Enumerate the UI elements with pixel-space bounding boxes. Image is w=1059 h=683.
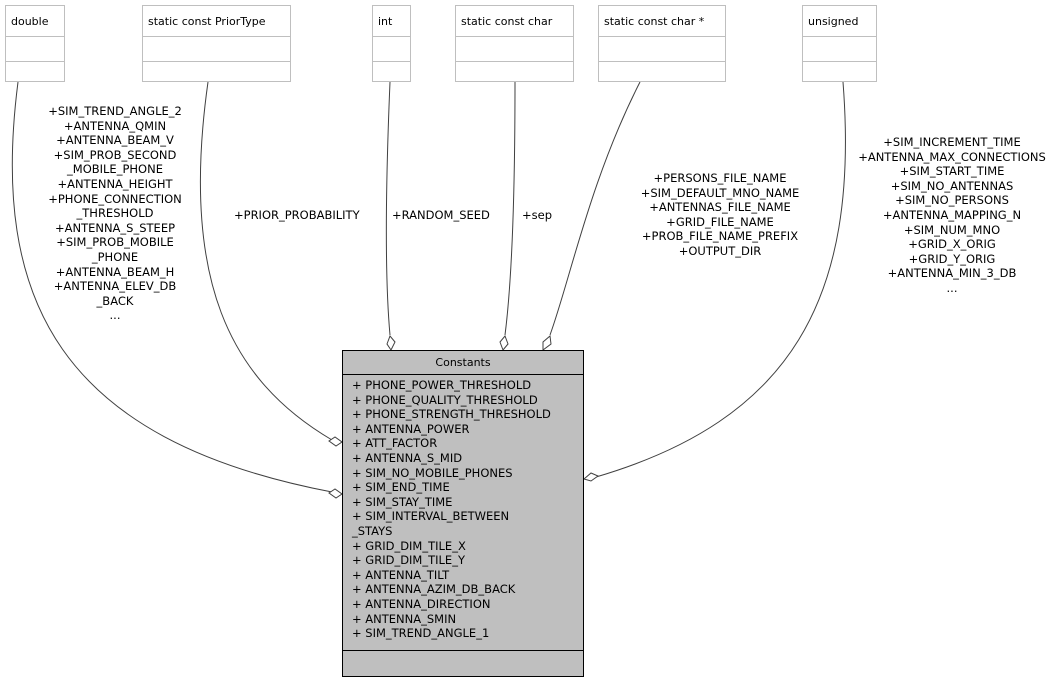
edge-char-ptr [549,81,641,336]
class-box-int[interactable]: int [372,5,411,82]
edge-label-line: _MOBILE_PHONE [67,162,163,177]
edge-label-line: +ANTENNA_MIN_3_DB [887,266,1017,281]
class-attributes-section [599,37,725,62]
class-attribute: + SIM_TREND_ANGLE_1 [352,626,490,641]
edge-label-line: +GRID_Y_ORIG [908,251,996,266]
edge-label-line: +SIM_PROB_SECOND [53,147,177,162]
edge-label-line: +SIM_PROB_MOBILE [56,235,174,250]
edge-label-line: +SIM_NO_PERSONS [895,193,1009,208]
class-attribute: + PHONE_STRENGTH_THRESHOLD [352,407,551,422]
edge-label-line: +ANTENNA_MAX_CONNECTIONS [858,149,1046,164]
edge-label-line: +ANTENNA_ELEV_DB [53,279,177,294]
edge-unsigned [595,81,846,478]
class-attribute: + ATT_FACTOR [352,436,438,451]
class-attribute: + GRID_DIM_TILE_Y [352,553,465,568]
edge-prior [199,81,333,441]
class-attribute: + GRID_DIM_TILE_X [352,538,466,553]
class-attributes-section [6,37,64,62]
class-box-title: double [6,6,64,37]
edge-label-line: +SIM_DEFAULT_MNO_NAME [640,185,800,200]
class-attribute: + ANTENNA_AZIM_DB_BACK [352,582,516,597]
edge-label-line: +SIM_TREND_ANGLE_2 [48,104,182,118]
class-attribute: + PHONE_QUALITY_THRESHOLD [352,392,538,407]
class-box-constants[interactable]: Constants + PHONE_POWER_THRESHOLD + PHON… [342,350,584,677]
class-box-static-const-priortype[interactable]: static const PriorType [142,5,291,82]
class-attributes-section [143,37,290,62]
class-box-title: static const char * [599,6,725,37]
class-attributes-section: + PHONE_POWER_THRESHOLD + PHONE_QUALITY_… [343,375,583,651]
class-box-title: int [373,6,410,37]
class-box-title: Constants [343,351,583,375]
diamond-char [499,335,509,351]
edge-label-int: +RANDOM_SEED [392,208,490,223]
edge-label-line: +GRID_X_ORIG [908,237,996,252]
class-methods-section [803,62,876,86]
edge-label-unsigned: +SIM_INCREMENT_TIME +ANTENNA_MAX_CONNECT… [858,135,1046,296]
edge-label-line: +ANTENNA_HEIGHT [57,176,173,191]
class-attribute: + ANTENNA_S_MID [352,450,463,465]
edge-label-char-ptr: +PERSONS_FILE_NAME +SIM_DEFAULT_MNO_NAME… [641,171,800,259]
class-box-double[interactable]: double [5,5,65,82]
diamond-unsigned [582,472,600,482]
class-box-title: static const PriorType [143,6,290,37]
class-attributes-section [456,37,573,62]
edge-label-line: +ANTENNA_BEAM_V [56,133,174,148]
class-box-unsigned[interactable]: unsigned [802,5,877,82]
edge-label-line: +PROB_FILE_NAME_PREFIX [641,229,799,244]
edge-label-line: _PHONE [91,249,139,264]
diamond-int [386,335,396,351]
edge-int [385,81,391,336]
edge-label-line: +PRIOR_PROBABILITY [234,208,360,222]
class-methods-section [6,62,64,86]
class-attribute: + SIM_INTERVAL_BETWEEN [352,509,510,524]
class-attributes-section [803,37,876,62]
edge-char [504,81,516,336]
class-attribute: + PHONE_POWER_THRESHOLD [352,378,532,392]
class-methods-section [143,62,290,86]
edge-label-line: +sep [522,208,553,222]
edge-label-line: _BACK [96,293,134,308]
edge-label-line: +ANTENNA_S_STEEP [54,220,176,235]
class-attribute: + ANTENNA_TILT [352,567,450,582]
edge-label-line: ... [946,280,958,295]
class-box-static-const-char[interactable]: static const char [455,5,574,82]
class-methods-section [343,651,583,676]
edge-label-line: +ANTENNA_QMIN [63,118,167,133]
edge-label-char: +sep [522,208,552,223]
class-attribute: + SIM_STAY_TIME [352,494,453,509]
edge-label-prior: +PRIOR_PROBABILITY [234,208,360,223]
class-methods-section [456,62,573,86]
edge-label-line: +OUTPUT_DIR [678,243,762,258]
edge-label-line: +RANDOM_SEED [392,208,490,222]
class-attribute: + ANTENNA_POWER [352,421,470,436]
class-attributes-section [373,37,410,62]
edge-label-line: ... [109,308,121,323]
edge-label-line: +GRID_FILE_NAME [666,214,774,229]
class-attribute: + ANTENNA_SMIN [352,611,457,626]
edge-label-line: +ANTENNA_BEAM_H [55,264,175,279]
diamond-double [328,488,343,499]
edge-label-line: +SIM_INCREMENT_TIME [883,135,1021,149]
edge-label-line: +PERSONS_FILE_NAME [653,171,787,185]
class-attribute: + ANTENNA_DIRECTION [352,596,491,611]
class-attribute: _STAYS [352,523,393,538]
edge-label-line: +ANTENNAS_FILE_NAME [649,200,791,215]
edge-label-line: +SIM_NUM_MNO [903,222,1001,237]
class-box-static-const-char-ptr[interactable]: static const char * [598,5,726,82]
class-box-title: unsigned [803,6,876,37]
edge-label-line: +PHONE_CONNECTION [48,191,182,206]
edge-label-line: +ANTENNA_MAPPING_N [882,207,1022,222]
class-methods-section [599,62,725,86]
class-attribute: + SIM_NO_MOBILE_PHONES [352,465,513,480]
diamond-prior [328,436,343,447]
edge-label-line: _THRESHOLD [76,206,154,221]
class-attribute: + SIM_END_TIME [352,480,450,495]
edge-label-double: +SIM_TREND_ANGLE_2 +ANTENNA_QMIN +ANTENN… [48,104,182,323]
edge-label-line: +SIM_START_TIME [899,164,1005,179]
diamond-char-ptr [542,335,552,351]
class-methods-section [373,62,410,86]
edge-label-line: +SIM_NO_ANTENNAS [890,178,1014,193]
class-box-title: static const char [456,6,573,37]
